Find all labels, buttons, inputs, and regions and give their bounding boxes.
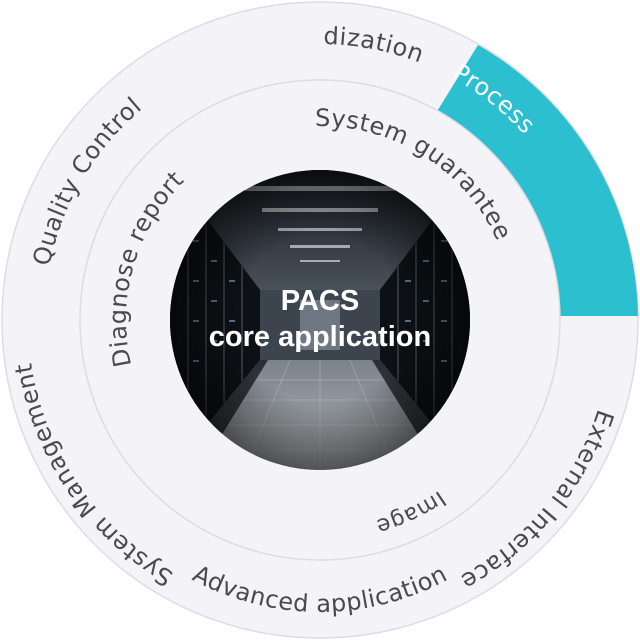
core-title-line1: PACS: [281, 285, 359, 317]
process-segment[interactable]: [436, 45, 638, 316]
server-room-image: [170, 170, 470, 470]
core-title-line2: core application: [209, 321, 431, 353]
